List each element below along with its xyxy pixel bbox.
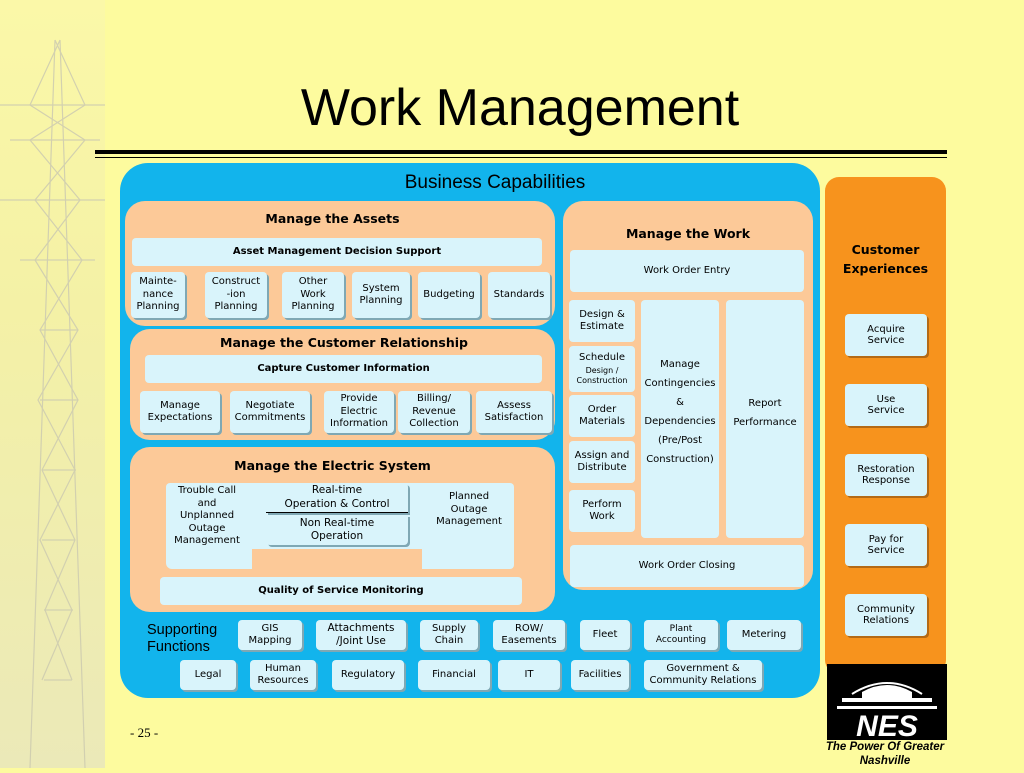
acquire-service: Acquire Service <box>845 314 927 356</box>
customer-experiences-title: Customer Experiences <box>842 242 929 276</box>
provide-electric-information: Provide Electric Information <box>324 391 394 433</box>
metering: Metering <box>727 620 801 650</box>
schedule-sublabel: Design / Construction <box>576 366 628 386</box>
tagline: The Power Of Greater Nashville <box>825 741 945 767</box>
page-number: - 25 - <box>130 725 159 740</box>
assign-distribute: Assign and Distribute <box>569 441 635 483</box>
work-order-closing: Work Order Closing <box>570 545 804 587</box>
manage-contingencies: Manage Contingencies & Dependencies (Pre… <box>641 300 719 538</box>
title-rule-thick <box>95 150 947 154</box>
report-performance: Report Performance <box>726 300 804 538</box>
facilities: Facilities <box>571 660 629 690</box>
manage-assets-title: Manage the Assets <box>265 211 400 226</box>
billing-revenue-collection: Billing/ Revenue Collection <box>398 391 470 433</box>
restoration-response: Restoration Response <box>845 454 927 496</box>
assess-satisfaction: Assess Satisfaction <box>476 391 552 433</box>
manage-work-title: Manage the Work <box>625 226 751 241</box>
attachments-joint-use: Attachments /Joint Use <box>316 620 406 650</box>
regulatory: Regulatory <box>332 660 404 690</box>
page-title: Work Management <box>300 79 740 137</box>
it: IT <box>498 660 560 690</box>
budgeting: Budgeting <box>418 272 480 318</box>
schedule-label: Schedule <box>579 351 625 363</box>
realtime-operation-control: Real-time Operation & Control <box>266 483 408 513</box>
nonrealtime-operation: Non Real-time Operation <box>266 515 408 545</box>
perform-work: Perform Work <box>569 490 635 532</box>
other-work-planning: Other Work Planning <box>282 272 344 318</box>
business-capabilities-title: Business Capabilities <box>404 172 586 193</box>
supporting-functions-label: Supporting Functions <box>147 622 218 656</box>
human-resources: Human Resources <box>250 660 316 690</box>
design-estimate: Design & Estimate <box>569 300 635 342</box>
community-relations: Community Relations <box>845 594 927 636</box>
quality-of-service-monitoring: Quality of Service Monitoring <box>160 577 522 605</box>
capture-customer-info: Capture Customer Information <box>145 355 542 383</box>
financial: Financial <box>418 660 490 690</box>
construction-planning: Construct -ion Planning <box>205 272 267 318</box>
row-easements: ROW/ Easements <box>493 620 565 650</box>
manage-electric-title: Manage the Electric System <box>234 458 431 473</box>
title-rule-thin <box>95 157 947 158</box>
maintenance-planning: Mainte- nance Planning <box>131 272 185 318</box>
nes-logo: NES <box>827 664 947 743</box>
planned-outage-management: Planned Outage Management <box>424 483 514 569</box>
electric-ops-gap <box>252 549 422 569</box>
supply-chain: Supply Chain <box>420 620 478 650</box>
order-materials: Order Materials <box>569 395 635 437</box>
use-service: Use Service <box>845 384 927 426</box>
fleet: Fleet <box>580 620 630 650</box>
plant-accounting: Plant Accounting <box>644 620 718 650</box>
manage-customer-title: Manage the Customer Relationship <box>220 335 468 350</box>
legal: Legal <box>180 660 236 690</box>
negotiate-commitments: Negotiate Commitments <box>230 391 310 433</box>
government-community-relations: Government & Community Relations <box>644 660 762 690</box>
asset-decision-support: Asset Management Decision Support <box>132 238 542 266</box>
work-order-entry: Work Order Entry <box>570 250 804 292</box>
gis-mapping: GIS Mapping <box>238 620 302 650</box>
trouble-call-management: Trouble Call and Unplanned Outage Manage… <box>166 483 248 563</box>
manage-expectations: Manage Expectations <box>140 391 220 433</box>
schedule-box: Schedule Design / Construction <box>569 346 635 392</box>
transmission-tower-image <box>0 0 105 769</box>
system-planning: System Planning <box>352 272 410 318</box>
standards: Standards <box>488 272 550 318</box>
pay-for-service: Pay for Service <box>845 524 927 566</box>
nes-logo-text: NES <box>856 710 918 740</box>
